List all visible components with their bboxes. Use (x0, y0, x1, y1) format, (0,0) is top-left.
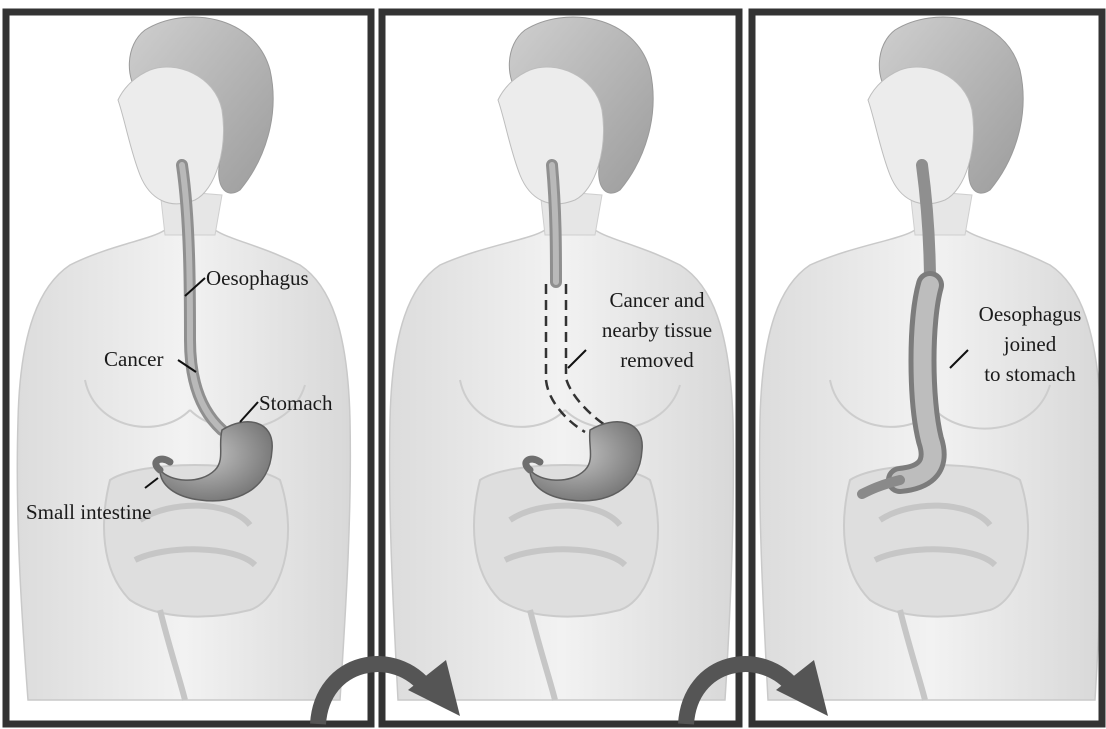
small-intestine-label: Small intestine (26, 500, 151, 524)
torso-figure (17, 17, 350, 700)
joined-label-line-3: to stomach (955, 362, 1105, 386)
joined-label-line-2: joined (955, 332, 1105, 356)
torso-figure (760, 17, 1102, 700)
stomach-label: Stomach (259, 391, 333, 415)
joined-label-line-1: Oesophagus (955, 302, 1105, 326)
removed-label-line-3: removed (582, 348, 732, 372)
removed-label-line-1: Cancer and (582, 288, 732, 312)
removed-label-line-2: nearby tissue (582, 318, 732, 342)
panel-1 (6, 12, 371, 724)
cancer-label: Cancer (104, 347, 163, 371)
oesophagus-label: Oesophagus (206, 266, 309, 290)
